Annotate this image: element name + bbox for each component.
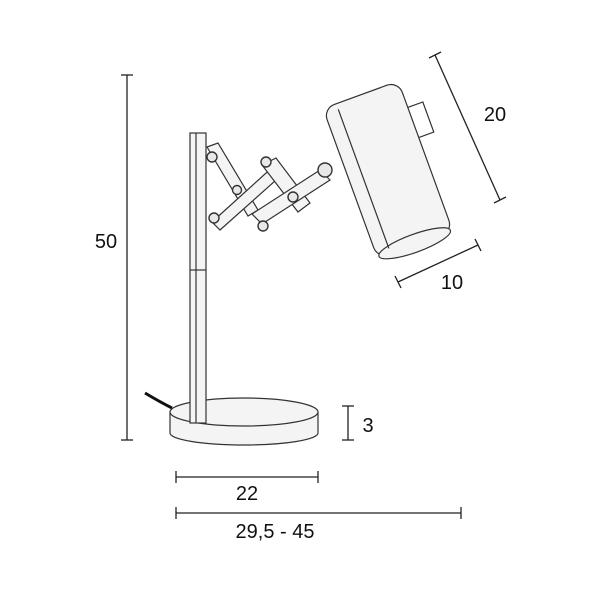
lamp-pole — [189, 132, 207, 424]
arm-reach-label: 29,5 - 45 — [236, 521, 315, 543]
dimension-base-height: 3 — [342, 405, 374, 441]
base-diameter-label: 22 — [236, 483, 258, 505]
lamp-illustration — [144, 83, 452, 446]
lamp-base — [169, 397, 319, 446]
lamp-shade — [325, 83, 452, 260]
scissor-arm — [206, 142, 333, 232]
power-cord — [144, 391, 173, 410]
height-label: 50 — [95, 231, 117, 253]
dimension-arm-reach: 29,5 - 45 — [175, 507, 462, 543]
dimension-shade-diameter: 10 — [394, 238, 482, 294]
shade-length-label: 20 — [484, 104, 506, 126]
base-height-label: 3 — [362, 415, 373, 437]
dimension-shade-length: 20 — [428, 51, 507, 204]
dimension-base-diameter: 22 — [175, 471, 319, 505]
shade-diameter-label: 10 — [441, 272, 463, 294]
dimension-height: 50 — [95, 74, 133, 441]
